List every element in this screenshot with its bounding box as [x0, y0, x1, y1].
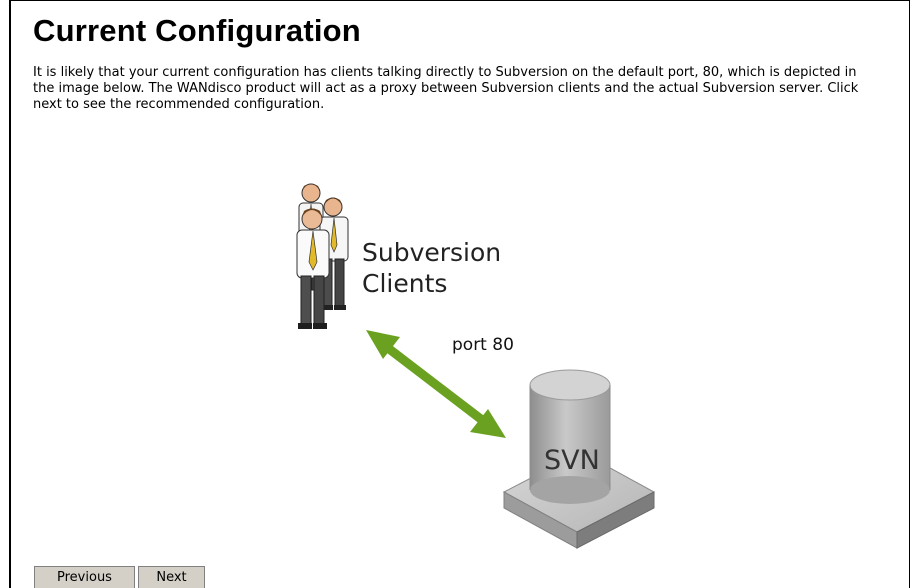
database-cylinder-icon: [502, 369, 656, 549]
server-label: SVN: [544, 445, 600, 476]
wizard-panel: Current Configuration It is likely that …: [9, 0, 910, 588]
previous-button[interactable]: Previous: [34, 566, 135, 588]
double-arrow-icon: [366, 330, 506, 438]
port-label: port 80: [452, 335, 514, 355]
next-button[interactable]: Next: [138, 566, 205, 588]
clients-label-line1: Subversion: [362, 238, 501, 267]
page-title: Current Configuration: [33, 13, 361, 48]
page-description: It is likely that your current configura…: [33, 65, 859, 112]
clients-label-line2: Clients: [362, 269, 447, 298]
people-group-icon: [296, 183, 349, 329]
